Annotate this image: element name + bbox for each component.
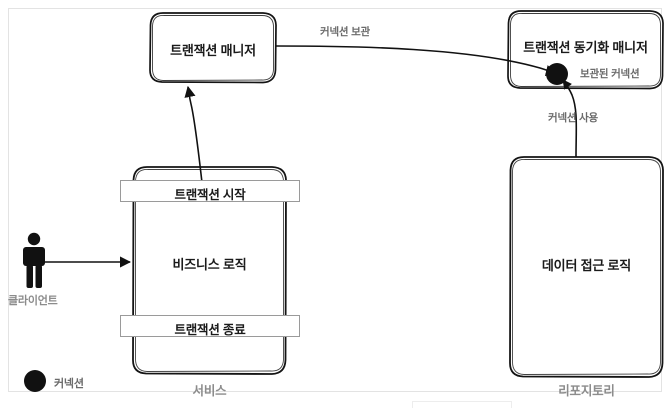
edge-label-stored-connection: 보관된 커넥션 xyxy=(580,68,640,80)
legend-connection-label: 커넥션 xyxy=(54,378,84,390)
transaction-manager-title: 트랜잭션 매니저 xyxy=(170,43,256,58)
edge-label-store-connection: 커넥션 보관 xyxy=(320,26,371,38)
legend-connection-marker xyxy=(24,370,46,392)
connection-node-marker xyxy=(546,63,568,85)
transaction-begin-label: 트랜잭션 시작 xyxy=(174,188,246,202)
client-actor-label: 클라이언트 xyxy=(8,295,58,307)
transaction-manager-shape[interactable] xyxy=(149,12,277,84)
service-caption: 서비스 xyxy=(192,384,227,398)
edge-service-to-txmanager xyxy=(184,85,205,201)
transaction-sync-manager-title: 트랜잭션 동기화 매니저 xyxy=(523,40,648,55)
repository-shape[interactable] xyxy=(509,156,664,378)
service-business-logic-title: 비즈니스 로직 xyxy=(172,257,247,272)
repository-caption: 리포지토리 xyxy=(558,384,615,398)
offscreen-partial-box xyxy=(412,401,512,408)
edge-label-use-connection: 커넥션 사용 xyxy=(548,112,599,124)
transaction-end-label: 트랜잭션 종료 xyxy=(174,323,246,337)
repository-logic-title: 데이터 접근 로직 xyxy=(541,258,632,273)
transaction-end-bar[interactable] xyxy=(120,315,300,337)
transaction-begin-bar[interactable] xyxy=(120,180,300,202)
person-icon xyxy=(23,232,45,288)
edge-repository-to-syncmanager xyxy=(562,79,578,158)
